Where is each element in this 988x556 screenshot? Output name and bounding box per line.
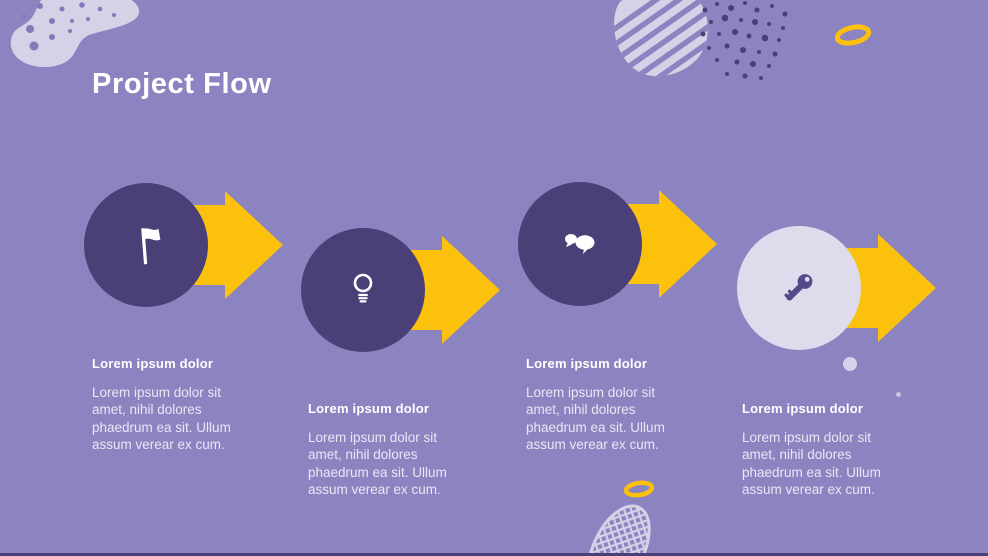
yellow-ring-bottom-icon <box>623 480 655 498</box>
bottom-bar-decoration <box>0 553 988 556</box>
step-3-body: Lorem ipsum dolor sit amet, nihil dolore… <box>526 385 665 452</box>
step-2-heading: Lorem ipsum dolor <box>308 401 430 416</box>
step-2-circle <box>301 228 425 352</box>
key-icon <box>784 274 813 301</box>
speckles-decoration <box>700 1 788 80</box>
page-title: Project Flow <box>92 68 272 100</box>
step-3-heading: Lorem ipsum dolor <box>526 356 648 371</box>
lattice-corn-decoration <box>588 504 651 556</box>
step-2-body: Lorem ipsum dolor sit amet, nihil dolore… <box>308 430 447 497</box>
blob-top-left-decoration <box>10 0 140 68</box>
step-4-body: Lorem ipsum dolor sit amet, nihil dolore… <box>742 430 881 497</box>
step-1-circle <box>84 183 208 307</box>
speech-bubbles-icon <box>565 234 595 254</box>
step-1-body: Lorem ipsum dolor sit amet, nihil dolore… <box>92 385 231 452</box>
small-circle-decoration <box>843 357 857 371</box>
step-3-circle <box>518 182 642 306</box>
step-4-heading: Lorem ipsum dolor <box>742 401 864 416</box>
step-4-circle <box>737 226 861 350</box>
step-2-textblock: Lorem ipsum dolor Lorem ipsum dolor sit … <box>308 401 458 498</box>
yellow-ring-top-icon <box>834 24 872 46</box>
step-4-textblock: Lorem ipsum dolor Lorem ipsum dolor sit … <box>742 401 892 498</box>
flag-icon <box>141 228 161 265</box>
lightbulb-icon <box>353 273 373 303</box>
striped-leaf-decoration <box>614 0 708 77</box>
step-3-textblock: Lorem ipsum dolor Lorem ipsum dolor sit … <box>526 356 676 453</box>
step-1-textblock: Lorem ipsum dolor Lorem ipsum dolor sit … <box>92 356 242 453</box>
tiny-dot-decoration <box>896 392 901 397</box>
step-1-heading: Lorem ipsum dolor <box>92 356 214 371</box>
